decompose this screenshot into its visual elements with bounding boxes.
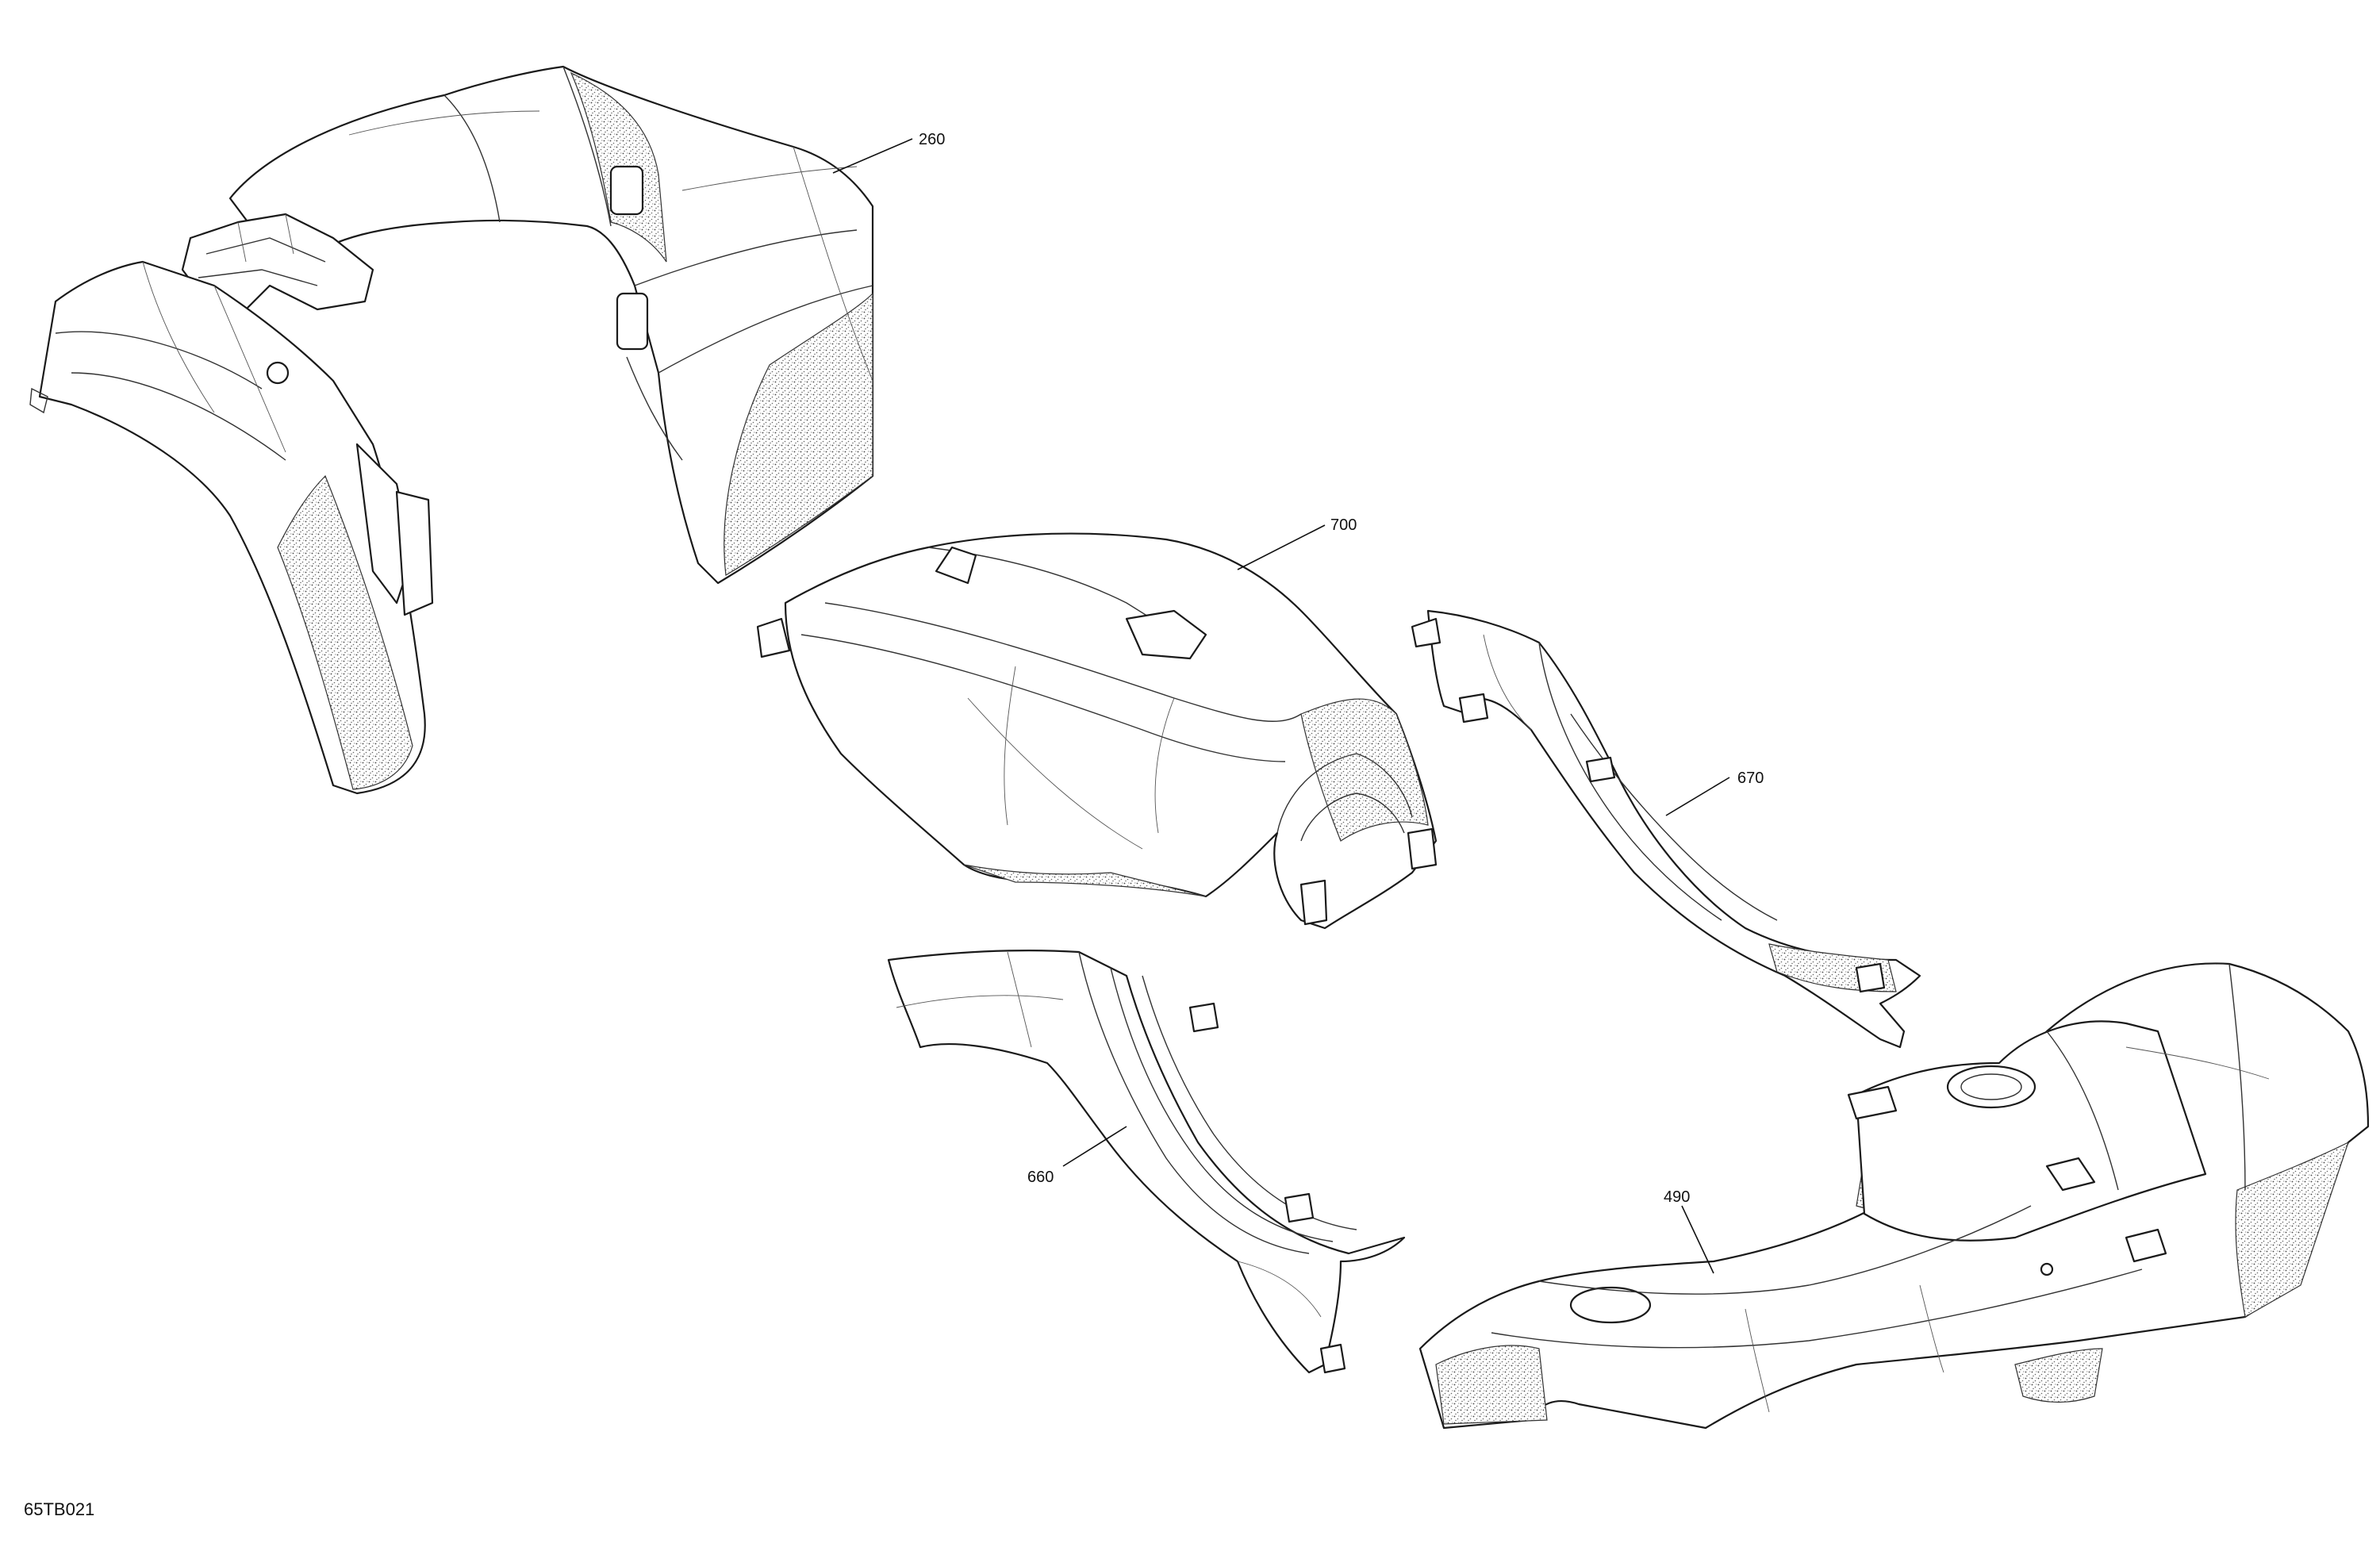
- callout-660: 660: [1027, 1126, 1127, 1186]
- part-490-rear-fender-body[interactable]: [1418, 962, 2370, 1430]
- callout-490: 490: [1664, 1188, 1714, 1274]
- callout-670-label: 670: [1737, 770, 1764, 787]
- left-front-fender-panel[interactable]: [29, 260, 434, 795]
- figure-code: 65TB021: [24, 1499, 95, 1519]
- callout-700-label: 700: [1330, 516, 1357, 534]
- callout-260: 260: [832, 131, 945, 174]
- part-700-center-console[interactable]: [756, 532, 1438, 930]
- callout-490-label: 490: [1664, 1188, 1690, 1206]
- callout-260-label: 260: [919, 131, 945, 148]
- part-660-left-side-panel[interactable]: [887, 949, 1406, 1374]
- part-260-front-fascia[interactable]: [181, 65, 874, 585]
- callout-670: 670: [1665, 770, 1764, 816]
- callout-700: 700: [1237, 516, 1357, 570]
- callout-660-label: 660: [1027, 1169, 1054, 1186]
- part-670-right-side-panel[interactable]: [1411, 609, 1921, 1049]
